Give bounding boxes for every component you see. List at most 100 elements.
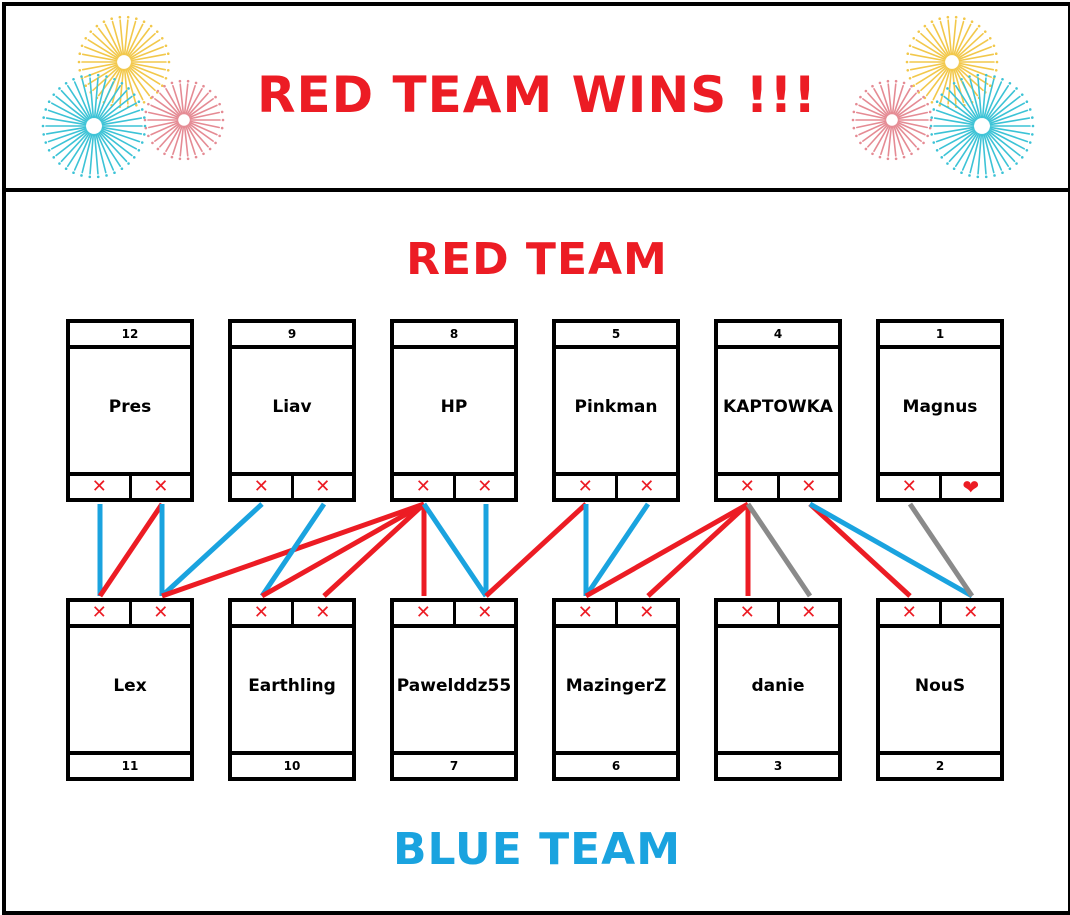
cross-icon: ✕: [739, 602, 755, 623]
life-slot: ✕: [556, 602, 615, 624]
match-line-14: [584, 501, 750, 599]
card-separator: [718, 345, 838, 349]
player-name: Magnus: [902, 397, 978, 417]
card-separator: [718, 472, 838, 476]
card-separator: [718, 624, 838, 628]
banner-divider: [6, 188, 1068, 192]
cross-icon: ✕: [901, 602, 917, 623]
match-line-18: [808, 502, 912, 598]
player-seed: 2: [935, 759, 945, 773]
card-separator: [556, 472, 676, 476]
player-lives: ✕✕: [394, 476, 514, 498]
life-slot: ✕: [776, 476, 839, 498]
card-separator: [70, 345, 190, 349]
match-line-7: [322, 502, 426, 598]
life-slot: ✕: [232, 476, 291, 498]
life-slot: ✕: [394, 602, 453, 624]
player-seed: 1: [935, 327, 945, 341]
card-separator: [556, 345, 676, 349]
cross-icon: ✕: [415, 476, 431, 497]
card-separator: [232, 472, 352, 476]
match-line-15: [646, 502, 750, 598]
cross-icon: ✕: [739, 476, 755, 497]
card-separator: [880, 624, 1000, 628]
player-lives: ✕✕: [718, 602, 838, 624]
player-seed: 10: [283, 759, 301, 773]
life-slot: ✕: [880, 476, 939, 498]
player-lives: ✕✕: [70, 602, 190, 624]
card-separator: [394, 345, 514, 349]
player-name: Pres: [108, 397, 152, 417]
player-name: danie: [751, 676, 805, 696]
cross-icon: ✕: [415, 602, 431, 623]
cross-icon: ✕: [91, 602, 107, 623]
card-separator: [880, 472, 1000, 476]
match-line-13: [583, 502, 651, 598]
card-separator: [880, 751, 1000, 755]
player-name: KAPTOWKA: [723, 397, 833, 417]
card-separator: [394, 751, 514, 755]
player-seed: 8: [449, 327, 459, 341]
player-lives: ✕✕: [718, 476, 838, 498]
player-lives: ✕✕: [880, 602, 1000, 624]
match-line-19: [808, 501, 974, 599]
life-slot: ✕: [718, 476, 777, 498]
match-lines: [97, 501, 975, 599]
winner-title: RED TEAM WINS !!!: [256, 66, 818, 124]
player-name: Lex: [113, 676, 147, 696]
cross-icon: ✕: [639, 476, 655, 497]
cross-icon: ✕: [901, 476, 917, 497]
blue-player-card-danie: 3 danie ✕✕: [714, 598, 842, 781]
card-separator: [70, 624, 190, 628]
player-seed: 6: [611, 759, 621, 773]
cross-icon: ✕: [963, 602, 979, 623]
cross-icon: ✕: [577, 476, 593, 497]
card-separator: [70, 751, 190, 755]
winner-banner: RED TEAM WINS !!!: [6, 6, 1068, 188]
match-line-1: [97, 502, 165, 598]
match-line-6: [260, 501, 426, 599]
life-slot: ✕: [394, 476, 453, 498]
card-separator: [232, 751, 352, 755]
player-lives: ✕✕: [70, 476, 190, 498]
life-slot: ✕: [614, 602, 677, 624]
life-slot: ✕: [232, 602, 291, 624]
player-seed: 3: [773, 759, 783, 773]
player-lives: ✕✕: [556, 476, 676, 498]
cross-icon: ✕: [253, 476, 269, 497]
life-slot: ✕: [880, 602, 939, 624]
card-separator: [880, 345, 1000, 349]
cross-icon: ✕: [639, 602, 655, 623]
match-line-17: [745, 502, 813, 598]
player-lives: ✕✕: [556, 602, 676, 624]
match-line-20: [907, 502, 975, 598]
life-slot: ✕: [128, 476, 191, 498]
cross-icon: ✕: [577, 602, 593, 623]
cross-icon: ✕: [801, 476, 817, 497]
match-line-11: [484, 502, 588, 598]
player-lives: ✕✕: [232, 476, 352, 498]
cross-icon: ✕: [477, 476, 493, 497]
card-separator: [232, 345, 352, 349]
card-separator: [394, 472, 514, 476]
blue-team-label: BLUE TEAM: [392, 824, 682, 875]
life-slot: ✕: [70, 476, 129, 498]
life-slot: ✕: [128, 602, 191, 624]
card-separator: [70, 472, 190, 476]
player-name: NouS: [914, 676, 966, 696]
cross-icon: ✕: [91, 476, 107, 497]
life-slot: ✕: [290, 602, 353, 624]
player-name: Pawelddz55: [396, 676, 512, 696]
card-separator: [718, 751, 838, 755]
card-separator: [394, 624, 514, 628]
fireworks-right-icon: [851, 15, 1035, 179]
